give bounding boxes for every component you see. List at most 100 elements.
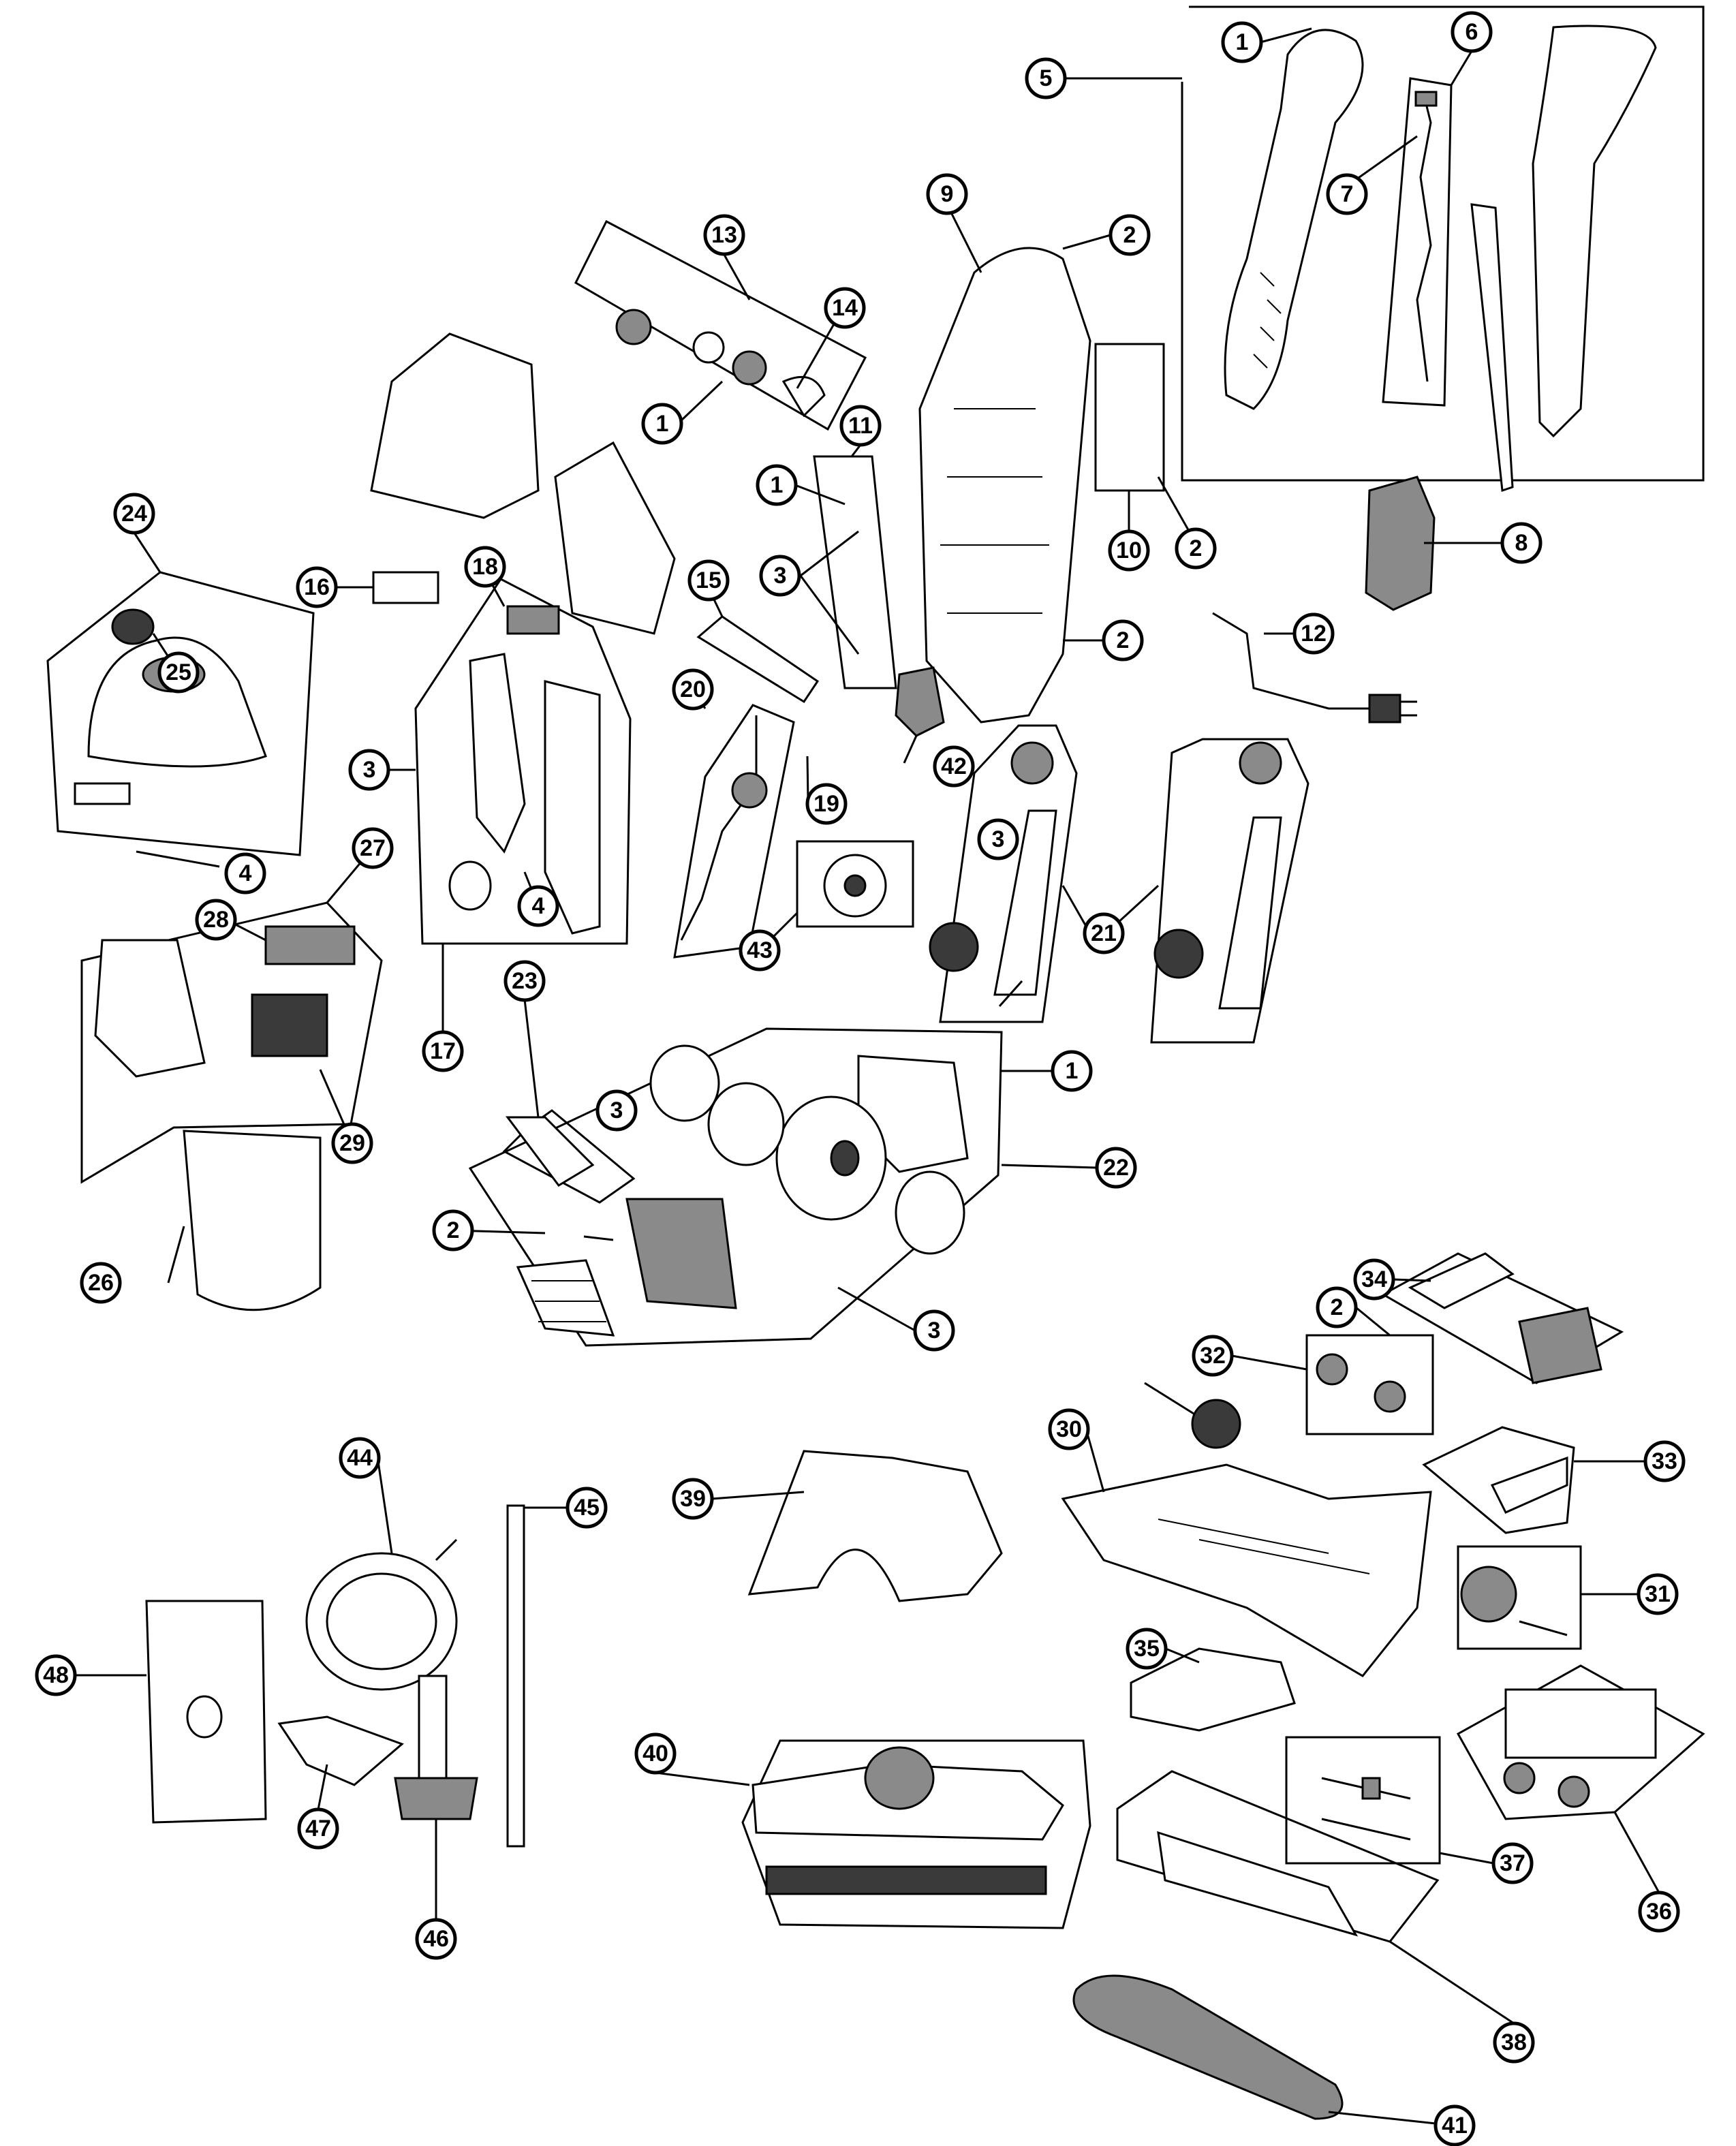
group-box-5: [1181, 5, 1705, 482]
svg-text:21: 21: [1091, 920, 1117, 946]
callout-3: 3: [913, 1309, 955, 1352]
group-box-22: [468, 1027, 1003, 1347]
svg-text:1: 1: [771, 472, 784, 498]
svg-text:2: 2: [1123, 222, 1136, 248]
svg-text:48: 48: [43, 1662, 69, 1688]
valve-parts-13: [615, 309, 826, 418]
hose-44: [305, 1538, 458, 1691]
cover-34b: [1518, 1307, 1602, 1384]
svg-text:15: 15: [696, 567, 722, 593]
svg-text:28: 28: [203, 907, 229, 933]
callout-20: 20: [672, 668, 714, 711]
svg-text:18: 18: [472, 554, 498, 580]
callout-35: 35: [1126, 1628, 1168, 1670]
callout-34: 34: [1353, 1258, 1395, 1301]
svg-text:33: 33: [1652, 1448, 1677, 1474]
callout-39: 39: [672, 1478, 714, 1520]
callout-3: 3: [977, 818, 1019, 860]
callout-43: 43: [739, 929, 781, 971]
svg-text:10: 10: [1116, 538, 1142, 563]
svg-text:17: 17: [430, 1038, 456, 1064]
nozzle-35: [1130, 1647, 1296, 1732]
svg-text:42: 42: [941, 753, 967, 779]
group-box-38: [1116, 1770, 1440, 1943]
svg-text:9: 9: [941, 181, 954, 207]
recovery-tank-top-part: [370, 332, 540, 519]
pump-part: [823, 854, 887, 918]
svg-text:4: 4: [239, 860, 252, 886]
svg-text:4: 4: [532, 893, 545, 919]
handle-rear-part: [1532, 25, 1657, 438]
svg-text:2: 2: [1190, 535, 1203, 561]
callout-2: 2: [1109, 214, 1151, 256]
power-cord-part: [1212, 612, 1417, 724]
motor-cover-part: [625, 1198, 737, 1309]
tray-23: [506, 1116, 595, 1187]
callout-21: 21: [1083, 912, 1125, 954]
callout-10: 10: [1108, 529, 1150, 572]
group-box-33: [1422, 1426, 1575, 1534]
svg-text:41: 41: [1442, 2113, 1468, 2139]
callout-1: 1: [641, 403, 683, 445]
gasket-ring-part: [448, 860, 492, 911]
svg-text:1: 1: [1066, 1058, 1079, 1084]
callout-6: 6: [1451, 11, 1493, 53]
callout-1: 1: [1051, 1050, 1093, 1092]
motor-part: [775, 1095, 887, 1221]
duct-right-part: [544, 680, 601, 935]
svg-text:34: 34: [1361, 1266, 1387, 1292]
svg-text:20: 20: [680, 677, 706, 702]
tank-wall-part: [554, 441, 676, 635]
duct-left-part: [469, 653, 526, 854]
motor-ring-a: [649, 1044, 720, 1122]
group-box-23: [502, 1109, 636, 1204]
callout-46: 46: [415, 1918, 457, 1960]
svg-text:13: 13: [711, 222, 737, 248]
callout-2: 2: [1175, 527, 1217, 570]
svg-text:3: 3: [992, 826, 1005, 852]
tank-cap-part: [111, 608, 155, 645]
svg-text:11: 11: [848, 413, 873, 439]
brush-block-36: [1503, 1688, 1657, 1808]
svg-text:3: 3: [363, 757, 376, 783]
callout-47: 47: [297, 1807, 339, 1850]
motor-grill-part: [516, 1259, 615, 1337]
callout-41: 41: [1433, 2104, 1476, 2146]
svg-text:16: 16: [304, 574, 330, 600]
svg-text:12: 12: [1301, 621, 1327, 647]
callout-11: 11: [839, 405, 882, 447]
callout-16: 16: [296, 566, 338, 608]
group-box-21a: [939, 724, 1078, 1023]
main-body-part: [918, 247, 1091, 724]
callout-1: 1: [1221, 21, 1263, 63]
group-box-13: [574, 219, 867, 431]
pedal-33: [1490, 1456, 1568, 1514]
callout-2: 2: [432, 1209, 474, 1251]
motor-ring-c: [895, 1170, 965, 1255]
callout-2: 2: [1316, 1286, 1358, 1328]
svg-text:45: 45: [574, 1495, 600, 1521]
tool-46: [394, 1675, 478, 1820]
callout-25: 25: [157, 651, 200, 694]
callout-8: 8: [1500, 522, 1543, 564]
callout-13: 13: [703, 214, 745, 256]
wheel-32-parts: [1316, 1353, 1406, 1413]
filter-lid-28: [264, 925, 356, 965]
wheel-32-axle: [1144, 1382, 1241, 1449]
motor-ring-b: [707, 1082, 785, 1166]
callout-37: 37: [1491, 1842, 1534, 1884]
group-box-20: [673, 704, 795, 959]
hose-21a-part: [929, 741, 1057, 996]
svg-text:29: 29: [339, 1130, 365, 1156]
group-box-10: [1094, 343, 1165, 492]
callout-45: 45: [565, 1487, 608, 1529]
svg-text:14: 14: [832, 295, 858, 321]
callout-12: 12: [1292, 612, 1335, 655]
callout-7: 7: [1326, 173, 1368, 215]
svg-text:39: 39: [680, 1486, 706, 1512]
group-box-40: [741, 1739, 1091, 1929]
svg-text:3: 3: [928, 1318, 941, 1343]
group-box-31: [1457, 1545, 1582, 1650]
hood-39: [747, 1450, 1003, 1602]
wheel-31: [1460, 1566, 1568, 1636]
